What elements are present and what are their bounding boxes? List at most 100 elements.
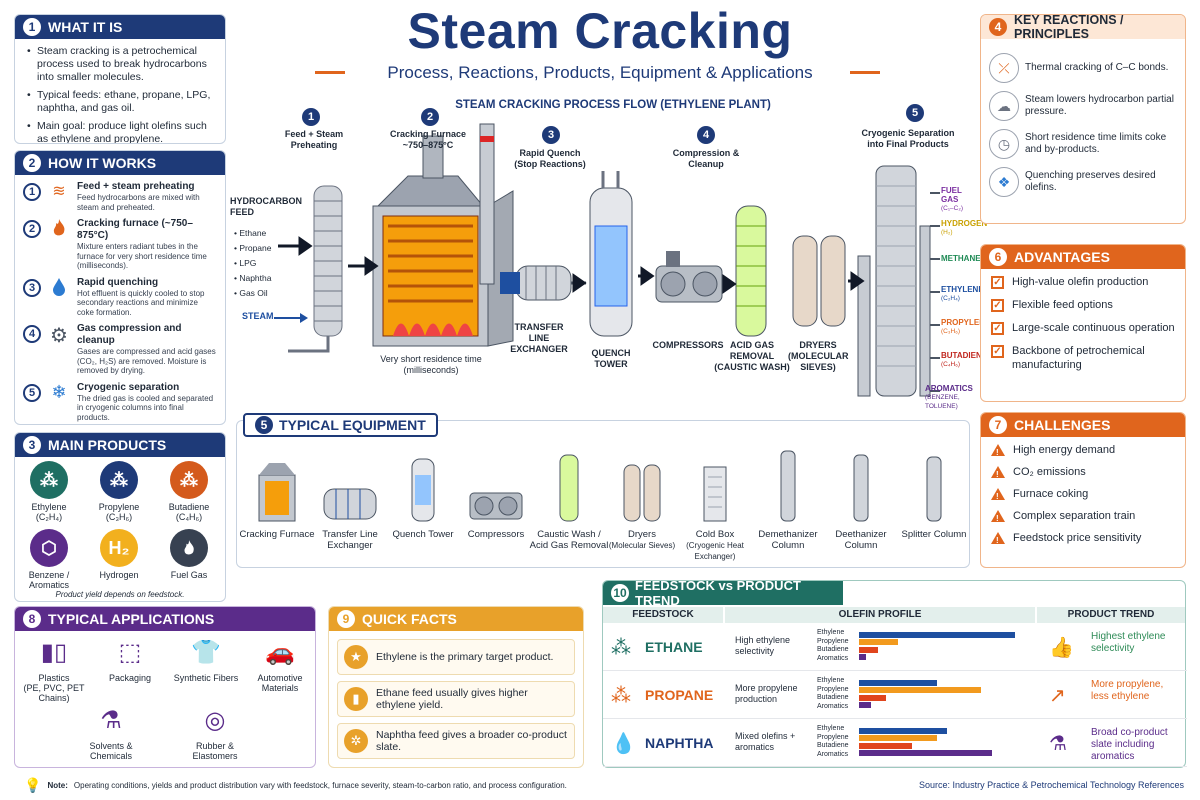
quench-icon: ❖ — [989, 167, 1019, 197]
section-title: ADVANTAGES — [1014, 249, 1110, 265]
application-fibers: 👕Synthetic Fibers — [173, 637, 239, 684]
advantage-text: High-value olefin production — [1012, 276, 1149, 288]
flame-icon — [49, 218, 69, 271]
network-icon: ✲ — [344, 729, 368, 753]
trend-bar — [859, 687, 982, 693]
section-title: QUICK FACTS — [362, 611, 457, 627]
quench-tower — [589, 171, 633, 337]
step-title: Rapid quenching — [77, 276, 159, 288]
equipment-compressors: Compressors — [456, 451, 536, 540]
flow-step-label: Cracking Furnace ~750–875°C — [389, 129, 467, 150]
application-plastics: ▮▯Plastics(PE, PVC, PET Chains) — [21, 637, 87, 704]
flow-step-label: Feed + Steam Preheating — [284, 129, 344, 150]
application-packaging: ⬚Packaging — [97, 637, 163, 684]
trend-feed-desc: More propylene production — [735, 683, 798, 704]
equipment-sublabel: (Cryogenic Heat Exchanger) — [686, 541, 744, 561]
transfer-line-exchanger — [500, 265, 586, 301]
step-text: Mixture enters radiant tubes in the furn… — [77, 242, 207, 270]
feed-item: • Naphtha — [234, 273, 272, 283]
output-formula: (C₁–C₂) — [941, 205, 964, 212]
section-number: 10 — [611, 584, 629, 602]
step-number: 5 — [23, 383, 41, 402]
flow-step-label: Compression & Cleanup — [672, 148, 740, 169]
check-icon: ✓ — [991, 299, 1004, 312]
challenge-item: Complex separation train — [981, 509, 1185, 526]
steam-cloud-icon: ☁ — [989, 91, 1019, 121]
trend-bar — [859, 679, 938, 686]
product-label: Butadiene — [168, 502, 210, 512]
molecule-icon: ⁂ — [100, 461, 138, 499]
trend-feed-desc: High ethylene selectivity — [735, 635, 791, 656]
output-propylene: PROPYLENE(C₃H₆) — [941, 318, 990, 336]
step-title: Cracking furnace (~750–875°C) — [77, 218, 193, 241]
section-number: 1 — [23, 18, 41, 36]
reaction-text: Short residence time limits coke and by-… — [1025, 132, 1167, 155]
product-propylene: ⁂Propylene(C₃H₆) — [89, 461, 149, 522]
feed-item: • LPG — [234, 258, 257, 268]
flame-icon — [170, 529, 208, 567]
flow-arrows — [278, 236, 865, 294]
trend-bar-label: Aromatics — [817, 750, 849, 758]
trend-bars — [859, 630, 1029, 662]
equipment-label: Deethanizer Column — [835, 529, 887, 551]
feed-item: • Propane — [234, 243, 272, 253]
product-label: Ethylene — [31, 502, 67, 512]
section-number: 7 — [989, 416, 1007, 434]
flask-icon: ⚗ — [1049, 733, 1067, 755]
equipment-tle: Transfer Line Exchanger — [310, 451, 390, 551]
bond-break-icon: ⤫ — [989, 53, 1019, 83]
output-fuel-gas: FUEL GAS(C₁–C₂) — [941, 186, 974, 213]
what-bullet: Steam cracking is a petrochemical proces… — [27, 45, 215, 84]
output-butadiene: BUTADIENE(C₄H₆) — [941, 351, 987, 369]
step-text: The dried gas is cooled and separated in… — [77, 393, 214, 422]
output-formula: (C₄H₆) — [941, 361, 960, 368]
quick-fact: ✲Naphtha feed gives a broader co-product… — [337, 723, 575, 759]
application-rubber: ◎Rubber & Elastomers — [175, 705, 255, 762]
output-name: AROMATICS — [925, 384, 973, 393]
step-text: Gases are compressed and acid gases (CO₂… — [77, 347, 216, 375]
equipment-sublabel: (Molecular Sieves) — [608, 541, 676, 550]
trend-arrow-icon: ↗ — [1049, 685, 1066, 707]
advantage-item: ✓Large-scale continuous operation — [981, 321, 1185, 335]
bar-chart-icon: ▮ — [344, 687, 368, 711]
quench-label: QUENCH TOWER — [591, 348, 631, 369]
product-ethylene: ⁂Ethylene(C₂H₄) — [19, 461, 79, 522]
equipment-cold-box: Cold Box(Cryogenic Heat Exchanger) — [675, 451, 755, 562]
reaction-item: ☁Steam lowers hydrocarbon partial pressu… — [981, 87, 1185, 125]
trend-bar — [859, 654, 866, 660]
check-icon: ✓ — [991, 345, 1004, 358]
flow-step-number: 1 — [302, 108, 320, 126]
quick-fact-text: Ethane feed usually gives higher ethylen… — [376, 687, 528, 711]
section-title: TYPICAL APPLICATIONS — [48, 611, 215, 627]
challenge-item: High energy demand — [981, 443, 1185, 460]
output-name: ETHYLENE — [941, 285, 984, 294]
steam-icon: ≋ — [52, 183, 66, 200]
challenges-list: High energy demand CO₂ emissions Furnace… — [981, 443, 1185, 548]
reaction-text: Quenching preserves desired olefins. — [1025, 170, 1156, 193]
trend-bar-label: Aromatics — [817, 654, 849, 662]
advantage-text: Backbone of petrochemical manufacturing — [1012, 345, 1145, 371]
feed-item: • Ethane — [234, 228, 267, 238]
challenge-text: Feedstock price sensitivity — [1013, 532, 1142, 544]
product-benzene: ⬡Benzene /Aromatics — [19, 529, 79, 590]
quickfacts-list: ★Ethylene is the primary target product.… — [329, 639, 583, 759]
equipment-label: Splitter Column — [901, 529, 967, 540]
step-title: Feed + steam preheating — [77, 181, 195, 192]
feed-title: HYDROCARBON FEED — [230, 196, 302, 217]
clock-icon: ◷ — [989, 129, 1019, 159]
warning-icon — [991, 532, 1005, 548]
thumbs-up-icon: 👍 — [1049, 637, 1074, 659]
challenge-text: CO₂ emissions — [1013, 466, 1086, 478]
trend-col-header: OLEFIN PROFILE — [725, 607, 1035, 623]
